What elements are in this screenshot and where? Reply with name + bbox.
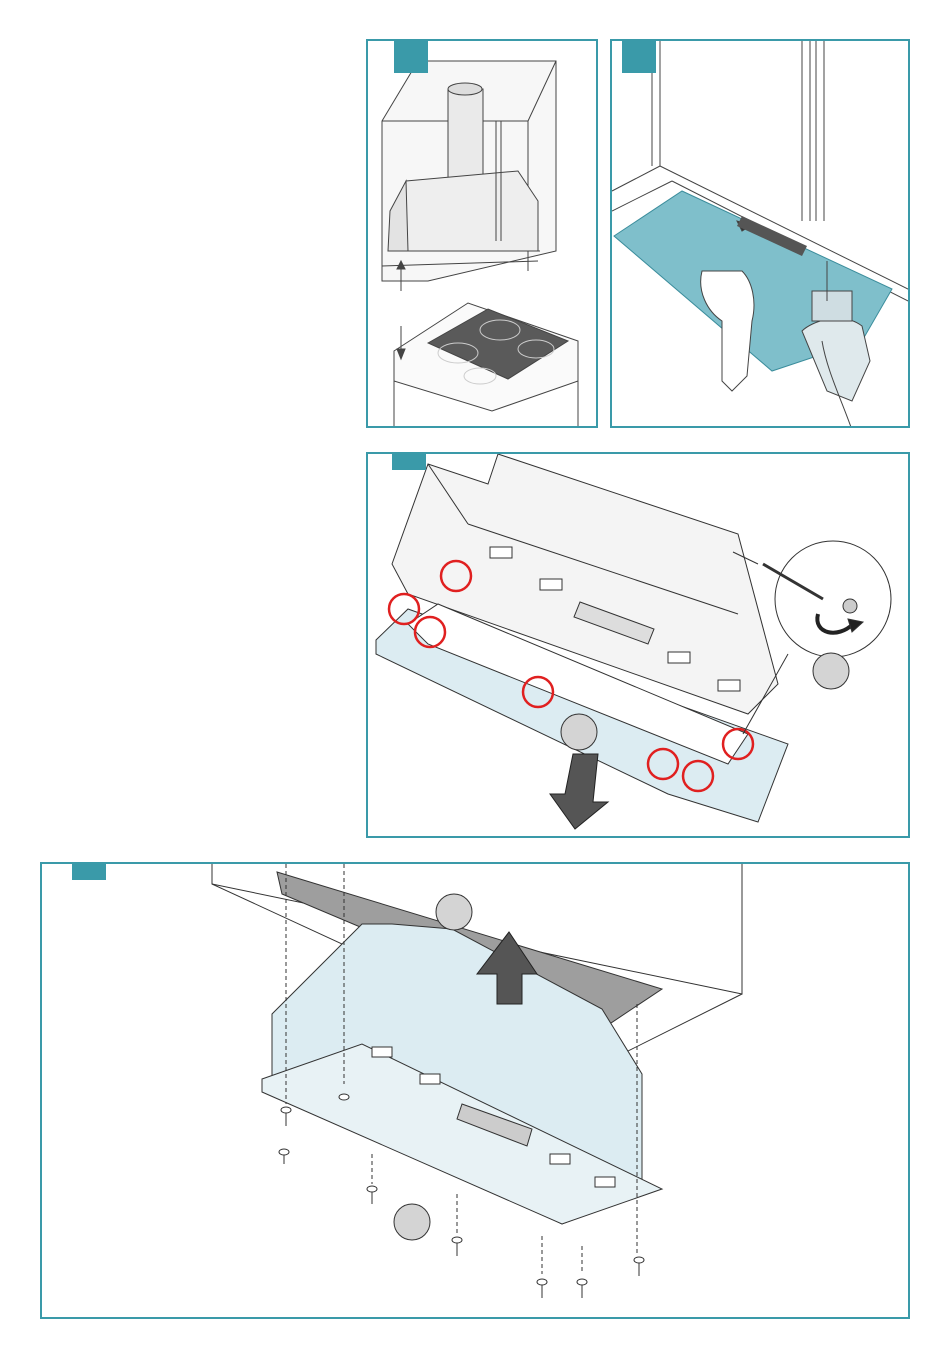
- panel-4: [40, 862, 910, 1319]
- left-blank-area: [0, 0, 340, 830]
- step-tag-2: [622, 39, 656, 73]
- cutting-mat-illustration: [612, 41, 910, 428]
- panel-1: [366, 39, 598, 428]
- step-tag-3: [392, 452, 426, 470]
- panel-3: [366, 452, 910, 838]
- hood-mounting-illustration: [42, 864, 910, 1319]
- hood-over-hob-illustration: [368, 41, 598, 428]
- step-tag-1: [394, 39, 428, 73]
- step-tag-4: [72, 862, 106, 880]
- panel-2: [610, 39, 910, 428]
- filter-frame-illustration: [368, 454, 910, 838]
